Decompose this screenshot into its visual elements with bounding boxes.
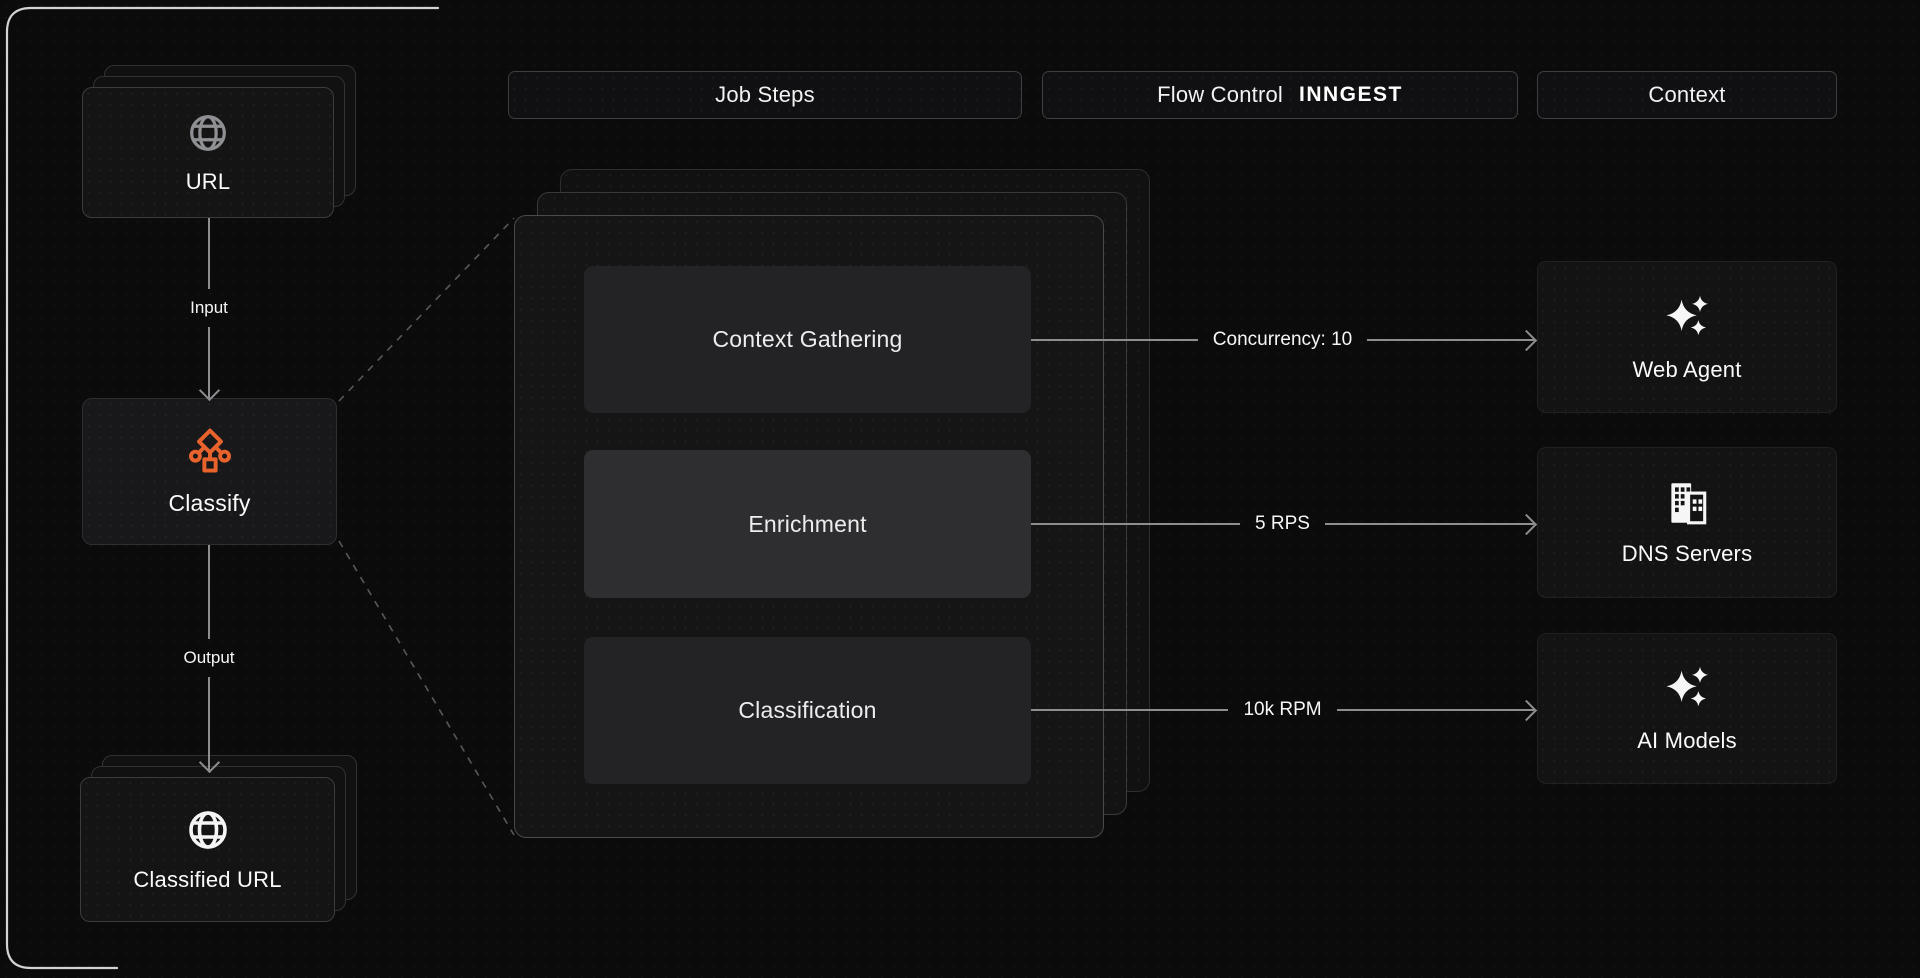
connector-line bbox=[1031, 339, 1198, 341]
step-label: Context Gathering bbox=[712, 326, 903, 352]
classified-url-card: Classified URL bbox=[80, 777, 335, 922]
flow-connector-rpm: 10k RPM bbox=[1031, 690, 1538, 730]
job-steps-header-label: Job Steps bbox=[715, 82, 815, 107]
connector-line bbox=[1031, 709, 1229, 711]
flow-connector-rps: 5 RPS bbox=[1031, 504, 1538, 544]
inngest-logo: INNGEST bbox=[1299, 83, 1403, 106]
arrow-right-icon bbox=[1515, 699, 1538, 721]
step-enrichment: Enrichment bbox=[584, 450, 1031, 598]
sparkles-icon bbox=[1666, 666, 1709, 707]
context-card-label: AI Models bbox=[1637, 728, 1737, 753]
buildings-icon bbox=[1671, 483, 1707, 525]
step-context-gathering: Context Gathering bbox=[584, 266, 1031, 413]
arrow-right-icon bbox=[1515, 513, 1538, 535]
arrow-right-icon bbox=[1515, 329, 1538, 351]
classify-tree-icon bbox=[188, 428, 231, 473]
context-card-dns-servers: DNS Servers bbox=[1537, 447, 1837, 598]
flow-control-label: 10k RPM bbox=[1243, 699, 1322, 720]
input-label: Input bbox=[190, 298, 228, 317]
flow-control-header: Flow Control INNGEST bbox=[1042, 71, 1518, 119]
url-card-label: URL bbox=[185, 169, 231, 194]
flow-control-label: 5 RPS bbox=[1255, 513, 1310, 534]
connector-line bbox=[1031, 523, 1241, 525]
globe-icon bbox=[190, 115, 226, 151]
context-header: Context bbox=[1537, 71, 1837, 119]
classify-card-label: Classify bbox=[168, 489, 251, 516]
flow-control-label: Concurrency: 10 bbox=[1212, 329, 1353, 350]
classify-card: Classify bbox=[82, 398, 337, 545]
expansion-dashed-line-bottom bbox=[338, 540, 515, 836]
flow-connector-concurrency: Concurrency: 10 bbox=[1031, 320, 1538, 360]
job-steps-header: Job Steps bbox=[508, 71, 1022, 119]
input-connector: Input bbox=[179, 218, 239, 402]
context-card-label: DNS Servers bbox=[1621, 541, 1753, 566]
context-card-ai-models: AI Models bbox=[1537, 633, 1837, 784]
step-label: Enrichment bbox=[748, 510, 867, 537]
classified-url-card-label: Classified URL bbox=[133, 867, 282, 892]
globe-icon bbox=[188, 811, 227, 849]
arrow-down-icon bbox=[198, 379, 220, 402]
context-header-label: Context bbox=[1648, 82, 1726, 107]
output-connector: Output bbox=[179, 545, 239, 774]
url-card: URL bbox=[82, 87, 334, 218]
input-line-top bbox=[208, 218, 210, 289]
context-card-web-agent: Web Agent bbox=[1537, 261, 1837, 413]
connector-line bbox=[1324, 523, 1535, 525]
step-classification: Classification bbox=[584, 637, 1031, 784]
connector-line bbox=[1336, 709, 1535, 711]
connector-line bbox=[1367, 339, 1534, 341]
expansion-dashed-line-top bbox=[338, 217, 515, 402]
sparkles-icon bbox=[1666, 295, 1709, 335]
output-label: Output bbox=[183, 647, 235, 667]
output-line-top bbox=[208, 545, 210, 639]
context-card-label: Web Agent bbox=[1632, 356, 1742, 382]
flow-control-header-label: Flow Control bbox=[1157, 82, 1284, 107]
arrow-down-icon bbox=[198, 751, 220, 774]
step-label: Classification bbox=[738, 697, 877, 723]
